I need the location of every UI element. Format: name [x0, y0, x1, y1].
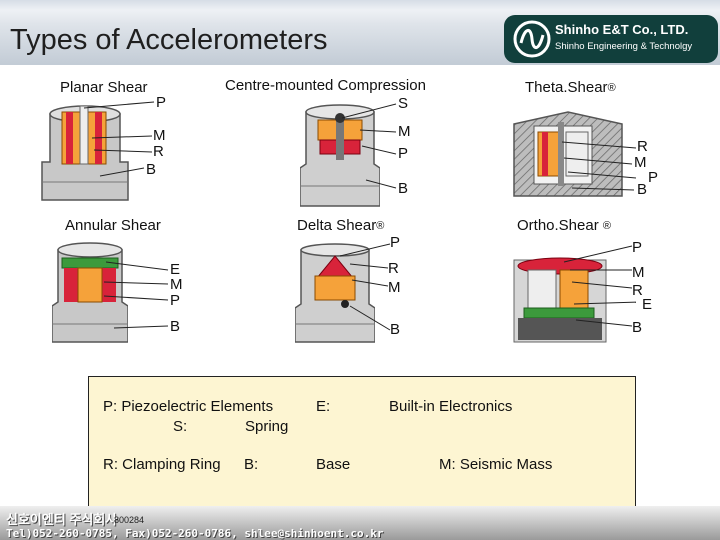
legend-m: M: Seismic Mass: [439, 456, 553, 473]
theta-label-b: B: [637, 181, 648, 198]
ortho-label-e: E: [642, 296, 653, 313]
annular-shear-heading: Annular Shear: [65, 217, 161, 234]
legend-s-key: S:: [173, 418, 188, 435]
footer-slide-code: 800284: [114, 515, 145, 525]
centre-compression-illustration: [300, 104, 380, 207]
theta-label-p: P: [648, 169, 659, 186]
planar-label-p: P: [156, 94, 167, 111]
company-logo: Shinho E&T Co., LTD. Shinho Engineering …: [504, 15, 718, 63]
footer-bar: 신호이엔티 주식회사 800284 Tel)052-260-0785, Fax)…: [0, 506, 720, 540]
company-tagline: Shinho Engineering & Technolgy: [555, 41, 693, 52]
delta-label-p: P: [390, 234, 401, 251]
ortho-shear-heading: Ortho.Shear ®: [517, 217, 611, 234]
planar-label-m: M: [153, 127, 166, 144]
annular-label-m: M: [170, 276, 183, 293]
centre-label-p: P: [398, 145, 409, 162]
sensor-wave-icon: [513, 20, 551, 58]
delta-label-r: R: [388, 260, 399, 277]
legend-box: P: Piezoelectric Elements S: Spring E: B…: [88, 376, 636, 510]
ortho-shear-illustration: [513, 257, 607, 343]
ortho-label-p: P: [632, 239, 643, 256]
legend-e-key: E:: [316, 398, 331, 415]
centre-label-m: M: [398, 123, 411, 140]
planar-label-r: R: [153, 143, 164, 160]
annular-label-b: B: [170, 318, 181, 335]
legend-e-value: Built-in Electronics: [389, 398, 513, 415]
footer-contact: Tel)052-260-0785, Fax)052-260-0786, shle…: [6, 527, 384, 540]
theta-label-r: R: [637, 138, 648, 155]
ortho-label-b: B: [632, 319, 643, 336]
ortho-label-m: M: [632, 264, 645, 281]
delta-label-m: M: [388, 279, 401, 296]
legend-s-value: Spring: [245, 418, 289, 435]
centre-label-b: B: [398, 180, 409, 197]
annular-label-p: P: [170, 292, 181, 309]
legend-b-value: Base: [316, 456, 351, 473]
centre-compression-heading: Centre-mounted Compression: [225, 77, 426, 94]
theta-label-m: M: [634, 154, 647, 171]
page-title: Types of Accelerometers: [10, 24, 328, 56]
legend-r: R: Clamping Ring: [103, 456, 221, 473]
ortho-label-r: R: [632, 282, 643, 299]
delta-shear-heading: Delta Shear®: [297, 217, 385, 234]
theta-shear-heading: Theta.Shear®: [525, 79, 616, 96]
legend-p: P: Piezoelectric Elements: [103, 398, 274, 415]
centre-label-s: S: [398, 95, 409, 112]
annular-label-e: E: [170, 261, 181, 278]
legend-b-key: B:: [244, 456, 259, 473]
footer-company-korean: 신호이엔티 주식회사: [6, 512, 118, 527]
annular-shear-illustration: [52, 242, 128, 343]
planar-shear-heading: Planar Shear: [60, 79, 148, 96]
theta-shear-illustration: [513, 111, 623, 197]
delta-label-b: B: [390, 321, 401, 338]
planar-label-b: B: [146, 161, 157, 178]
company-name: Shinho E&T Co., LTD.: [555, 22, 689, 37]
